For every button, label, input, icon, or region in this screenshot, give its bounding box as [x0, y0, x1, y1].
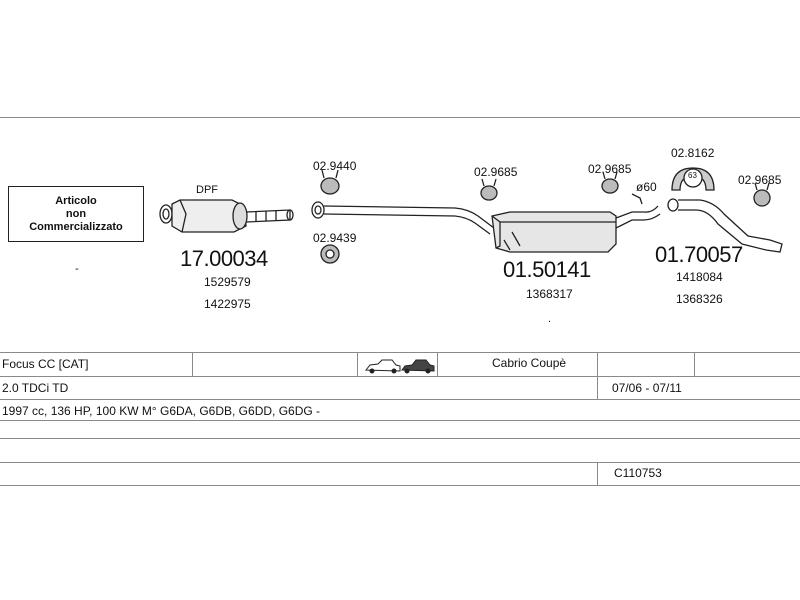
decorative-dot: . [548, 313, 552, 325]
not-available-box: Articolo non Commercializzato [8, 186, 144, 242]
hanger-02-9439 [320, 244, 340, 264]
hanger-02-9685-a [480, 178, 498, 201]
not-available-line1: Articolo [55, 194, 97, 207]
mid-ref-1: 1368317 [526, 287, 573, 301]
rear-code: 01.70057 [655, 242, 743, 267]
dpf-label: DPF [196, 184, 218, 196]
diagram-bottom-border [0, 352, 800, 353]
mid-code: 01.50141 [503, 257, 591, 282]
table-engine: 2.0 TDCi TD [2, 381, 69, 395]
rear-ref-1: 1418084 [676, 270, 723, 284]
table-line-6 [0, 485, 800, 486]
table-spec: 1997 cc, 136 HP, 100 KW M° G6DA, G6DB, G… [2, 404, 321, 418]
decorative-dash: - [75, 263, 79, 275]
table-col-6 [597, 462, 598, 485]
hanger-02-9685-c [753, 182, 771, 207]
diameter-label: ø60 [636, 180, 657, 194]
table-body-type: Cabrio Coupè [492, 356, 567, 370]
diagram-top-border [0, 117, 800, 118]
accessory-02-9440-label: 02.9440 [313, 159, 357, 173]
accessory-02-9685-c-label: 02.9685 [738, 173, 782, 187]
table-code: C110753 [614, 466, 662, 480]
not-available-line2: non [65, 207, 87, 220]
rear-inlet-flange [667, 198, 679, 212]
table-years: 07/06 - 07/11 [612, 381, 682, 395]
mid-inlet-flange [311, 201, 325, 219]
accessory-02-8162-label: 02.8162 [671, 146, 715, 160]
table-model: Focus CC [CAT] [2, 357, 89, 371]
table-col-4 [597, 352, 598, 399]
dpf-outlet-pipe [245, 209, 291, 223]
table-line-4 [0, 438, 800, 439]
dpf-ref-1: 1529579 [204, 275, 251, 289]
table-col-3 [437, 352, 438, 376]
rear-ref-2: 1368326 [676, 292, 723, 306]
dpf-ref-2: 1422975 [204, 297, 251, 311]
table-col-5 [694, 352, 695, 376]
table-line-1 [0, 376, 800, 377]
clamp-size-label: 63 [688, 171, 697, 180]
table-col-2 [357, 352, 358, 376]
dpf-body [171, 199, 247, 233]
table-col-1 [192, 352, 193, 376]
table-line-2 [0, 399, 800, 400]
rear-pipe [678, 199, 783, 253]
accessory-02-9439-label: 02.9439 [313, 231, 357, 245]
accessory-02-9685-a-label: 02.9685 [474, 165, 518, 179]
table-line-3 [0, 420, 800, 421]
hanger-02-9440 [320, 169, 340, 195]
hanger-02-9685-b [601, 171, 619, 194]
not-available-line3: Commercializzato [29, 220, 123, 233]
mid-outlet-pipe [615, 205, 661, 229]
accessory-02-9685-b-label: 02.9685 [588, 162, 632, 176]
diameter-bracket [631, 193, 643, 205]
clamp-02-8162 [671, 167, 715, 191]
table-line-5 [0, 462, 800, 463]
dpf-code: 17.00034 [180, 246, 268, 271]
mid-pipe [323, 205, 495, 235]
